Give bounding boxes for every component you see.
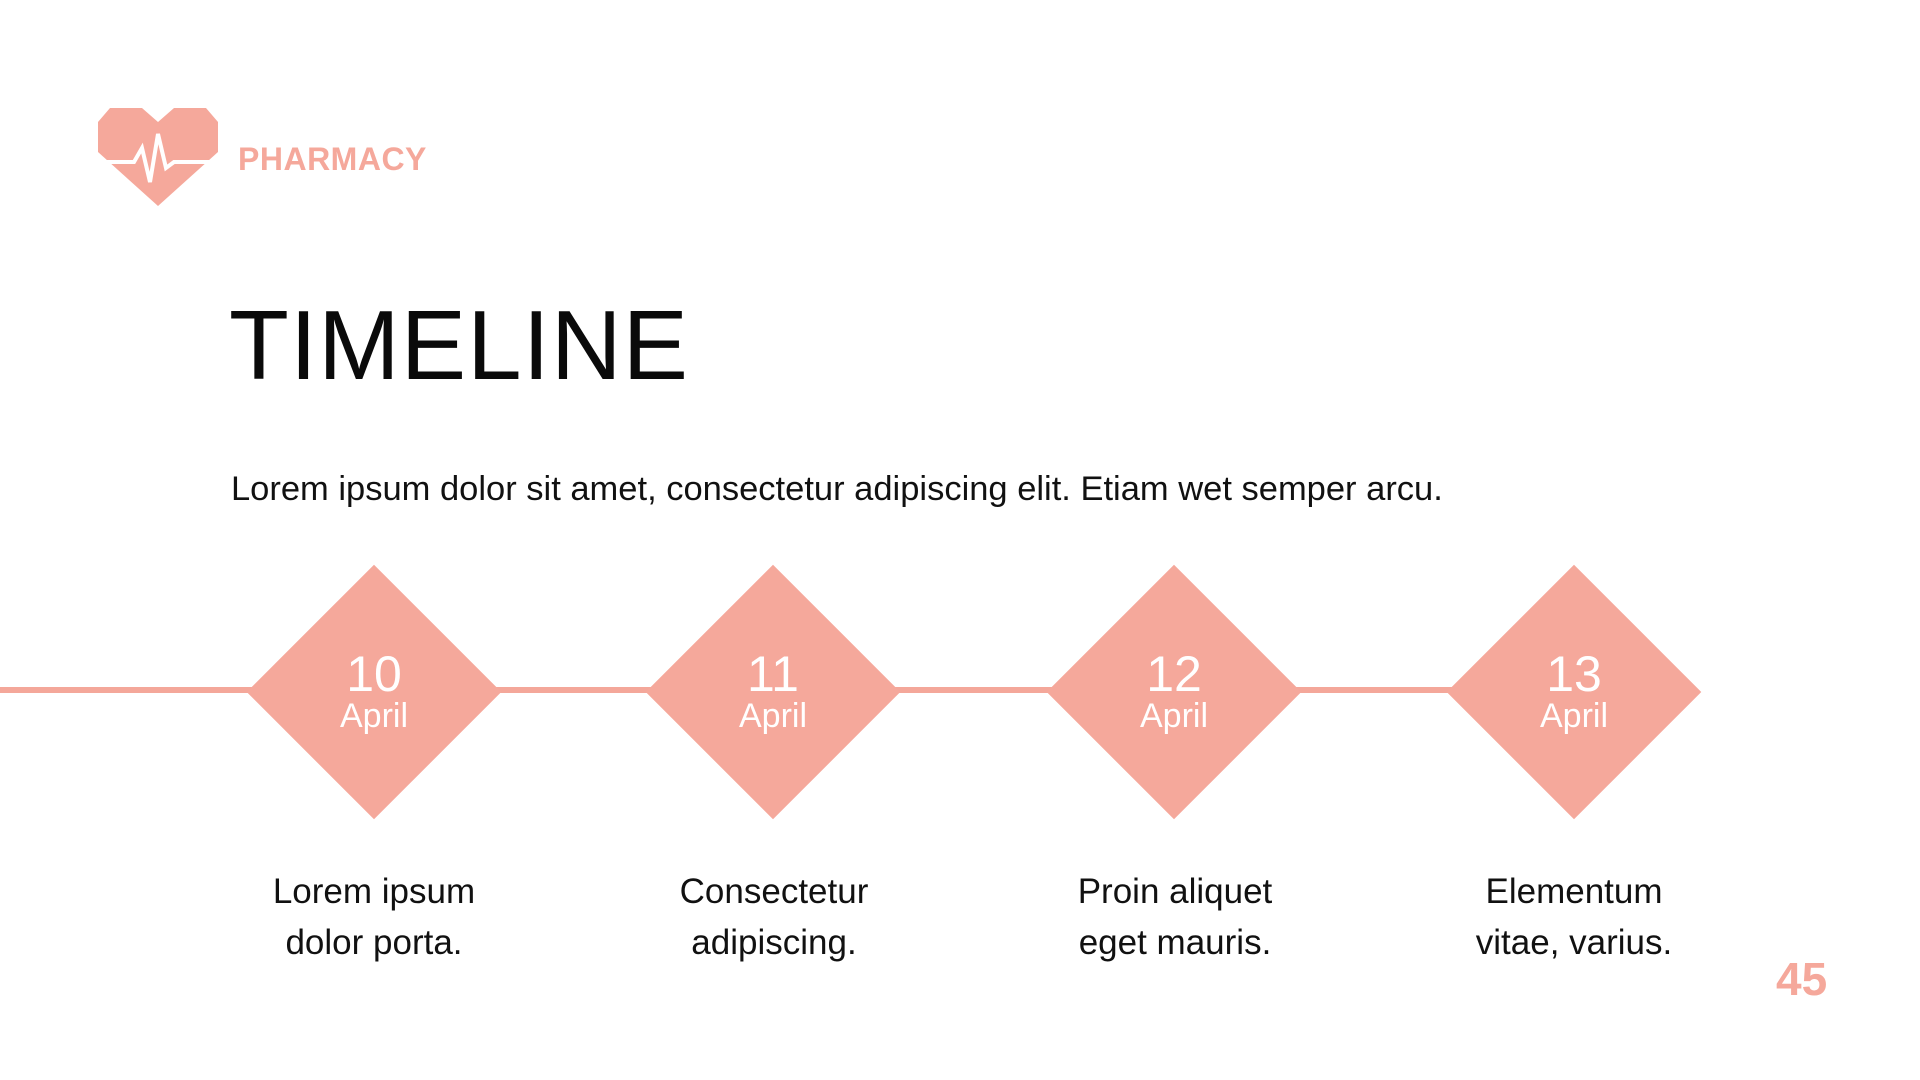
milestone-caption: Elementum vitae, varius. — [1424, 866, 1724, 968]
milestone-caption: Proin aliquet eget mauris. — [1025, 866, 1325, 968]
milestone-day: 12 — [1146, 646, 1202, 703]
milestone-date: 12 April — [1046, 564, 1302, 820]
milestone-3: 12 April — [1046, 564, 1302, 820]
caption-line: adipiscing. — [691, 923, 857, 962]
milestone-1: 10 April — [246, 564, 502, 820]
milestone-date: 10 April — [246, 564, 502, 820]
brand-name: PHARMACY — [238, 141, 427, 177]
brand-logo — [96, 104, 220, 208]
caption-line: vitae, varius. — [1475, 923, 1673, 962]
milestone-month: April — [738, 697, 808, 736]
caption-line: Lorem ipsum — [272, 872, 476, 911]
milestone-date: 13 April — [1446, 564, 1702, 820]
caption-line: Proin aliquet — [1077, 872, 1273, 911]
caption-line: Elementum — [1485, 872, 1663, 911]
milestone-caption: Consectetur adipiscing. — [624, 866, 924, 968]
caption-line: Consectetur — [679, 872, 869, 911]
slide-subtitle: Lorem ipsum dolor sit amet, consectetur … — [231, 470, 1443, 508]
milestone-day: 10 — [346, 646, 402, 703]
milestone-4: 13 April — [1446, 564, 1702, 820]
caption-line: eget mauris. — [1078, 923, 1272, 962]
milestone-month: April — [1539, 697, 1609, 736]
heart-pulse-icon — [96, 108, 220, 206]
milestone-month: April — [1139, 697, 1209, 736]
milestone-caption: Lorem ipsum dolor porta. — [224, 866, 524, 968]
page-number: 45 — [1776, 953, 1828, 1005]
slide-title: TIMELINE — [229, 290, 689, 400]
milestone-date: 11 April — [645, 564, 901, 820]
caption-line: dolor porta. — [285, 923, 463, 962]
milestone-month: April — [339, 697, 409, 736]
milestone-day: 13 — [1546, 646, 1602, 703]
milestone-day: 11 — [747, 646, 799, 703]
milestone-2: 11 April — [645, 564, 901, 820]
